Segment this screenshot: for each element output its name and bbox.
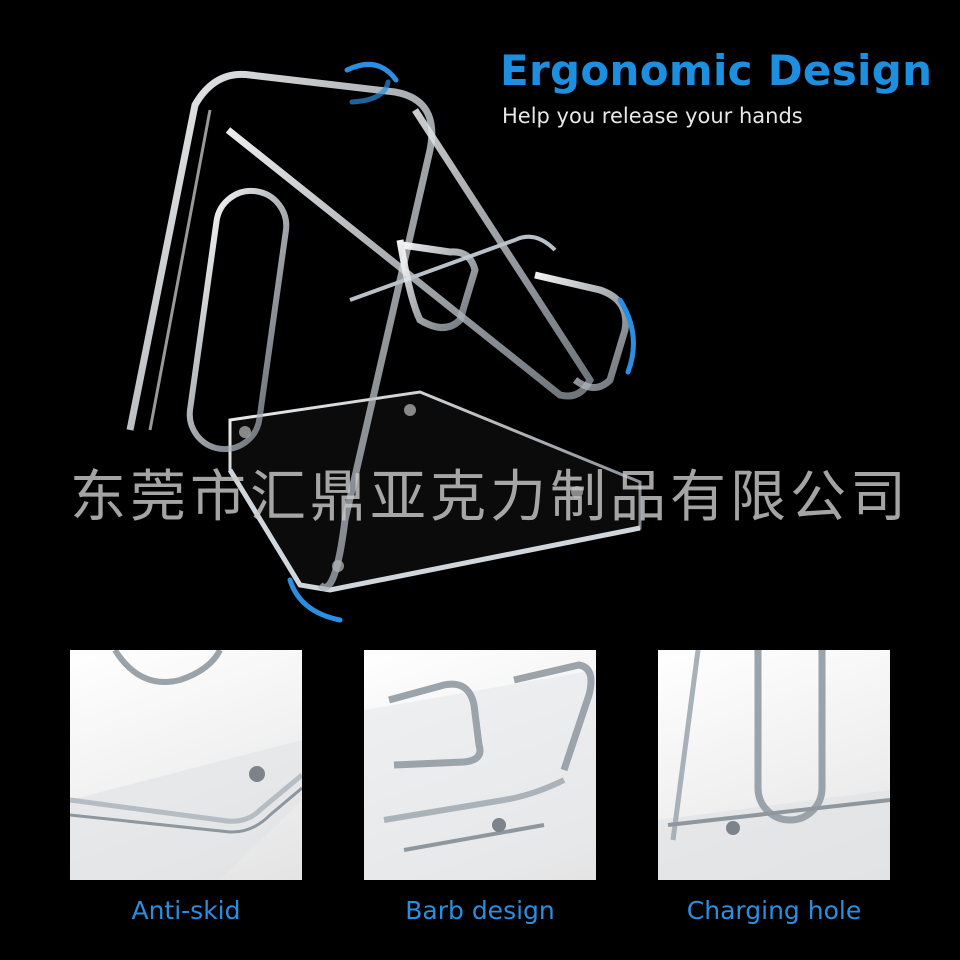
feature-panel-anti-skid <box>70 650 302 880</box>
acrylic-phone-stand-illustration <box>126 61 642 623</box>
company-watermark: 东莞市汇鼎亚克力制品有限公司 <box>70 465 910 530</box>
feature-panel-barb-design <box>364 650 596 880</box>
feature-label-charging-hole: Charging hole <box>686 896 862 925</box>
motion-arcs <box>287 61 636 623</box>
stand-base-plate <box>227 390 642 593</box>
feature-label-anti-skid: Anti-skid <box>131 896 241 925</box>
barb-design-closeup-image <box>364 661 596 880</box>
anti-skid-closeup-image <box>70 650 302 880</box>
stand-front-support <box>225 108 595 400</box>
stand-back-arch <box>126 70 436 591</box>
feature-label-barb-design: Barb design <box>405 896 555 925</box>
charging-hole-closeup-image <box>658 650 890 880</box>
hero-product-image: Ergonomic Design Help you release your h… <box>70 46 933 623</box>
page-title: Ergonomic Design <box>500 46 933 95</box>
feature-panel-charging-hole <box>658 650 890 880</box>
page-subtitle: Help you release your hands <box>502 104 803 128</box>
stand-barb-hooks <box>396 239 630 391</box>
